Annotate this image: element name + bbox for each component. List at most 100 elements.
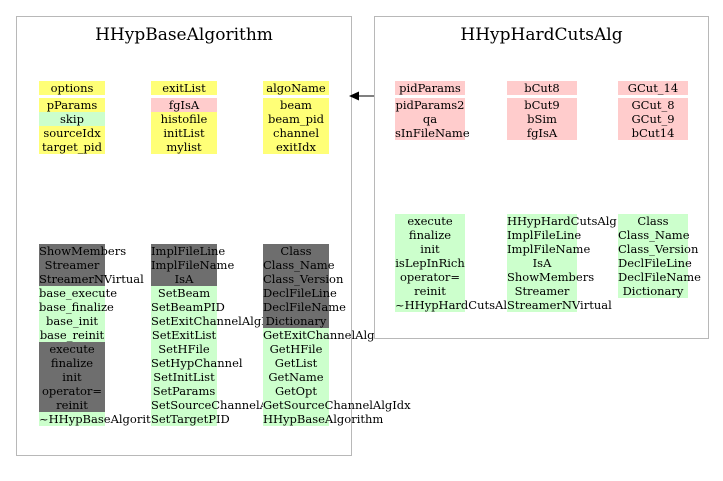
method-entry: ShowMembers	[507, 270, 595, 284]
method-entry: StreamerNVirtual	[507, 298, 612, 312]
data-member-entry: GCut_8	[618, 98, 688, 112]
method-entry: GetList	[263, 356, 329, 370]
method-entry: base_init	[39, 314, 105, 328]
method-entry: Class_Name	[263, 258, 335, 272]
method-entry: execute	[395, 214, 465, 228]
method-entry: base_execute	[39, 286, 118, 300]
method-entry: isLepInRich	[395, 256, 465, 270]
method-entry: init	[395, 242, 465, 256]
data-member-entry: sInFileName	[395, 126, 470, 140]
data-member-entry: beam	[263, 98, 329, 112]
data-member-entry: exitIdx	[263, 140, 329, 154]
method-entry: SetBeam	[151, 286, 217, 300]
method-entry: SetHFile	[151, 342, 217, 356]
method-entry: Streamer	[507, 284, 577, 298]
method-entry: HHypHardCutsAlg	[507, 214, 617, 228]
data-member-entry: exitList	[151, 81, 217, 95]
data-member-entry: skip	[39, 112, 105, 126]
data-member-entry: GCut_14	[618, 81, 688, 95]
method-entry: SetBeamPID	[151, 300, 225, 314]
data-member-entry: qa	[395, 112, 465, 126]
method-entry: ImplFileLine	[151, 244, 226, 258]
method-entry: DeclFileName	[618, 270, 701, 284]
method-entry: SetExitList	[151, 328, 217, 342]
method-entry: GetOpt	[263, 384, 329, 398]
method-entry: GetName	[263, 370, 329, 384]
method-entry: operator=	[395, 270, 465, 284]
method-entry: IsA	[151, 272, 217, 286]
method-entry: DeclFileLine	[618, 256, 692, 270]
method-entry: GetHFile	[263, 342, 329, 356]
method-entry: base_reinit	[39, 328, 105, 342]
data-member-entry: bCut9	[507, 98, 577, 112]
method-entry: Dictionary	[263, 314, 329, 328]
method-entry: SetSourceChannelAlgIdx	[151, 398, 298, 412]
data-member-entry: pidParams	[395, 81, 465, 95]
method-entry: finalize	[39, 356, 105, 370]
method-entry: DeclFileName	[263, 300, 346, 314]
method-entry: operator=	[39, 384, 105, 398]
inheritance-arrow	[349, 91, 377, 101]
data-member-entry: fgIsA	[507, 126, 577, 140]
method-entry: reinit	[395, 284, 465, 298]
method-entry: DeclFileLine	[263, 286, 337, 300]
method-entry: base_finalize	[39, 300, 114, 314]
data-member-entry: GCut_9	[618, 112, 688, 126]
method-entry: ShowMembers	[39, 244, 127, 258]
method-entry: StreamerNVirtual	[39, 272, 144, 286]
method-entry: execute	[39, 342, 105, 356]
method-entry: GetExitChannelAlgIdx	[263, 328, 393, 342]
method-entry: SetInitList	[151, 370, 217, 384]
method-entry: ImplFileName	[151, 258, 235, 272]
data-member-entry: algoName	[263, 81, 329, 95]
method-entry: SetExitChannelAlgIdx	[151, 314, 280, 328]
method-entry: SetHypChannel	[151, 356, 243, 370]
data-member-entry: bSim	[507, 112, 577, 126]
method-entry: GetSourceChannelAlgIdx	[263, 398, 411, 412]
method-entry: SetTargetPID	[151, 412, 230, 426]
method-entry: ~HHypBaseAlgorithm	[39, 412, 169, 426]
data-member-entry: channel	[263, 126, 329, 140]
method-entry: Streamer	[39, 258, 105, 272]
data-member-entry: bCut8	[507, 81, 577, 95]
data-member-entry: fgIsA	[151, 98, 217, 112]
method-entry: ImplFileLine	[507, 228, 582, 242]
data-member-entry: mylist	[151, 140, 217, 154]
data-member-entry: histofile	[151, 112, 217, 126]
data-member-entry: bCut14	[618, 126, 688, 140]
method-entry: reinit	[39, 398, 105, 412]
method-entry: Dictionary	[618, 284, 688, 298]
method-entry: finalize	[395, 228, 465, 242]
data-member-entry: pidParams2	[395, 98, 465, 112]
data-member-entry: options	[39, 81, 105, 95]
method-entry: SetParams	[151, 384, 217, 398]
method-entry: Class_Version	[618, 242, 699, 256]
method-entry: Class_Version	[263, 272, 344, 286]
data-member-entry: initList	[151, 126, 217, 140]
method-entry: ImplFileName	[507, 242, 591, 256]
method-entry: IsA	[507, 256, 577, 270]
method-entry: Class_Name	[618, 228, 690, 242]
method-entry: HHypBaseAlgorithm	[263, 412, 384, 426]
method-entry: ~HHypHardCutsAlg	[395, 298, 515, 312]
derived-class-title: HHypHardCutsAlg	[460, 25, 623, 45]
data-member-entry: pParams	[39, 98, 105, 112]
base-class-title: HHypBaseAlgorithm	[95, 25, 273, 45]
data-member-entry: sourceIdx	[39, 126, 105, 140]
method-entry: Class	[263, 244, 329, 258]
method-entry: init	[39, 370, 105, 384]
